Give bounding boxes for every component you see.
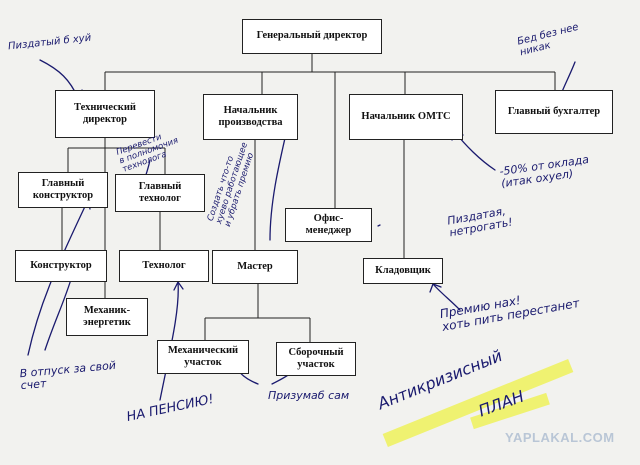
office-manager-box: Офис- менеджер [285, 208, 372, 242]
technologist-box: Технолог [119, 250, 209, 282]
constructor-box: Конструктор [15, 250, 107, 282]
production-head-box: Начальник производства [203, 94, 298, 140]
chief-constructor-box: Главный конструктор [18, 172, 108, 208]
mechanic-energetic-box: Механик- энергетик [66, 298, 148, 336]
tech-director-box: Технический директор [55, 90, 155, 138]
note-merge-shops: Призумаб сам [268, 389, 350, 402]
omts-head-box: Начальник ОМТС [349, 94, 463, 140]
storekeeper-box: Кладовщик [363, 258, 443, 284]
watermark: YAPLAKAL.COM [505, 430, 615, 445]
chief-accountant-box: Главный бухгалтер [495, 90, 613, 134]
ceo-box: Генеральный директор [242, 19, 382, 54]
mechanical-shop-box: Механический участок [157, 340, 249, 374]
assembly-shop-box: Сборочный участок [276, 342, 356, 376]
chief-technologist-box: Главный технолог [115, 174, 205, 212]
master-box: Мастер [212, 250, 298, 284]
